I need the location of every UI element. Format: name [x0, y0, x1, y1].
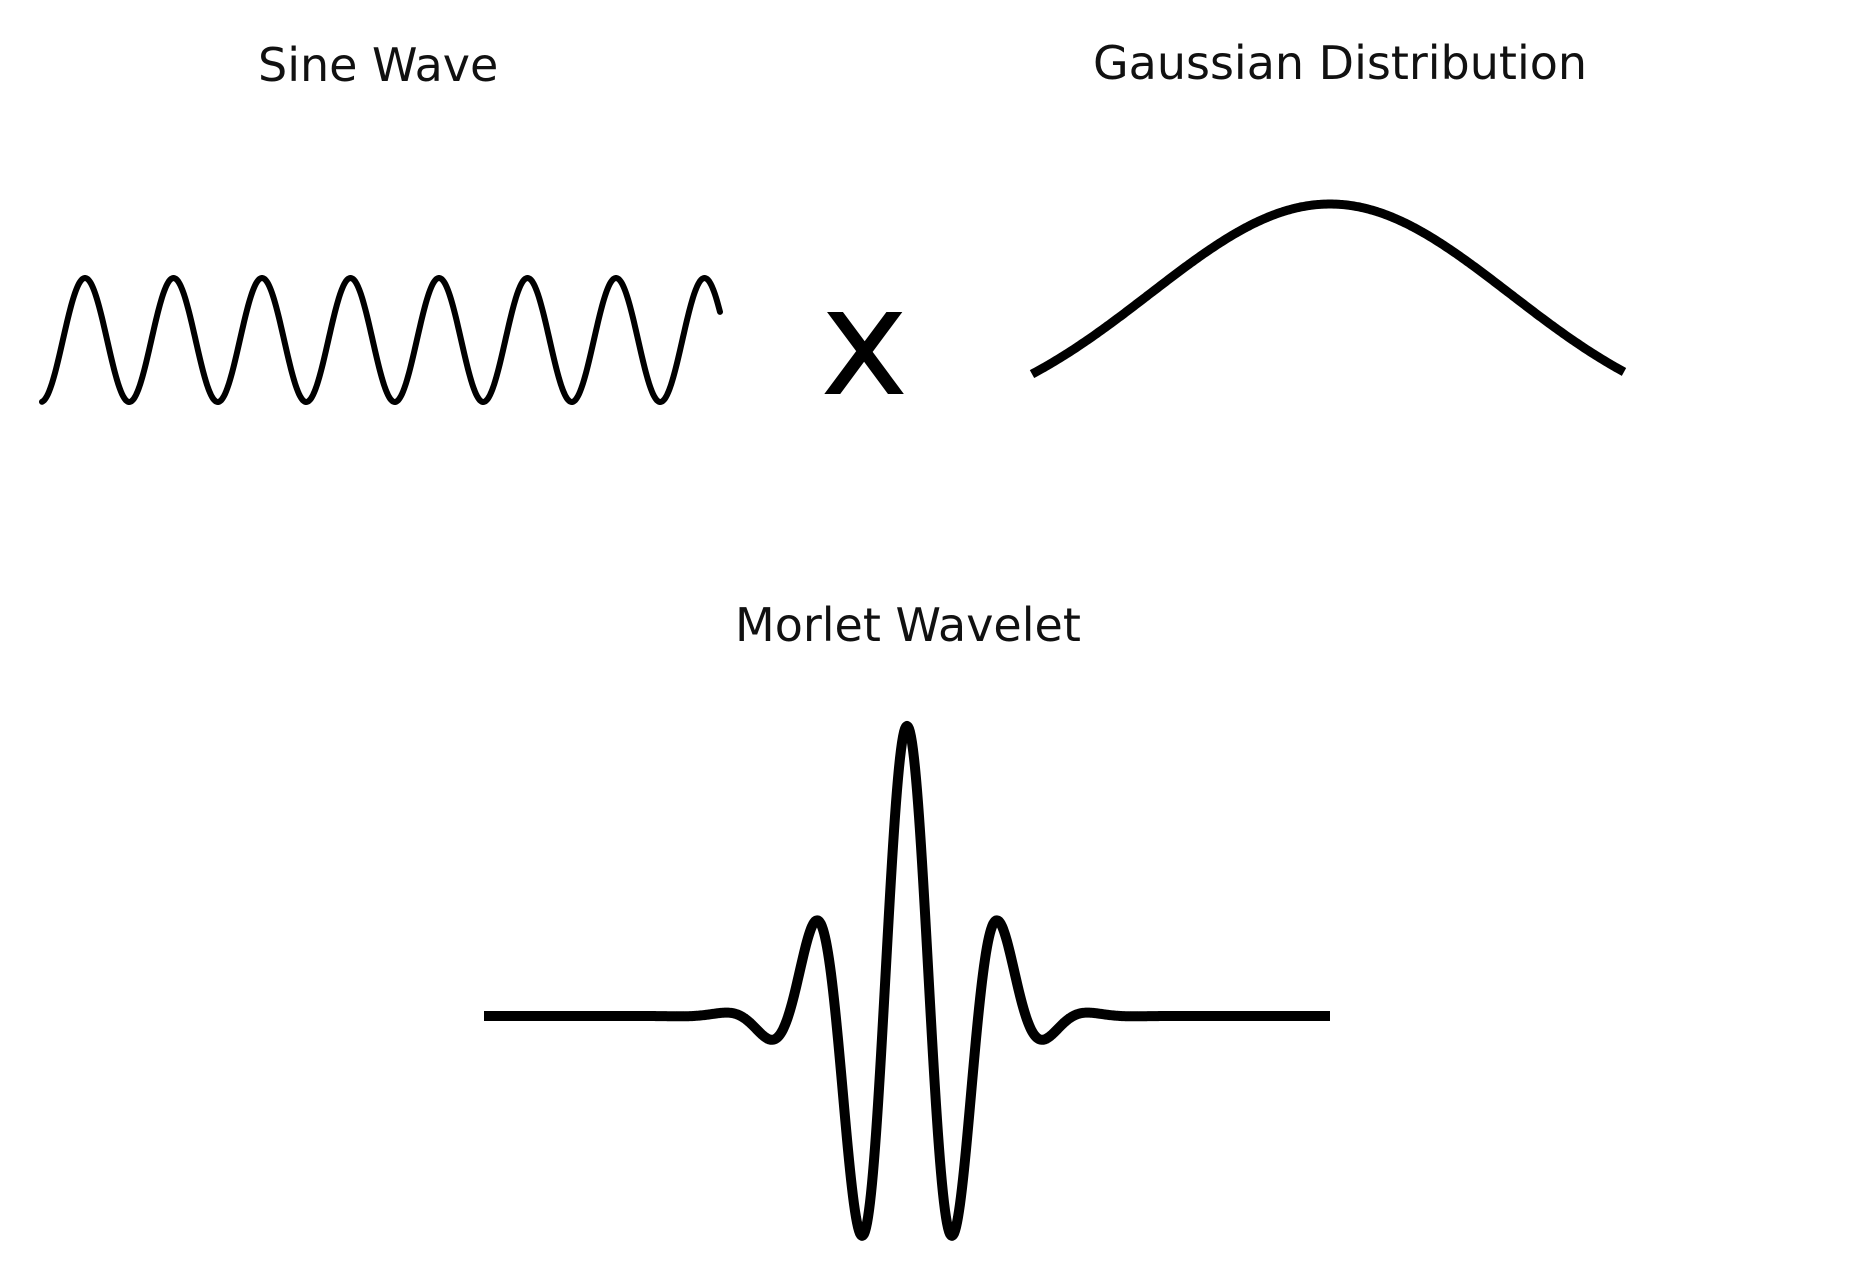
gaussian-title: Gaussian Distribution — [1093, 36, 1588, 90]
morlet-wavelet-title: Morlet Wavelet — [735, 598, 1081, 652]
sine-wave-title: Sine Wave — [258, 38, 499, 92]
morlet-wavelet-curve — [480, 721, 1334, 1241]
multiply-operator: x — [820, 256, 909, 430]
gaussian-curve — [1029, 199, 1627, 379]
sine-wave-curve — [39, 275, 723, 405]
